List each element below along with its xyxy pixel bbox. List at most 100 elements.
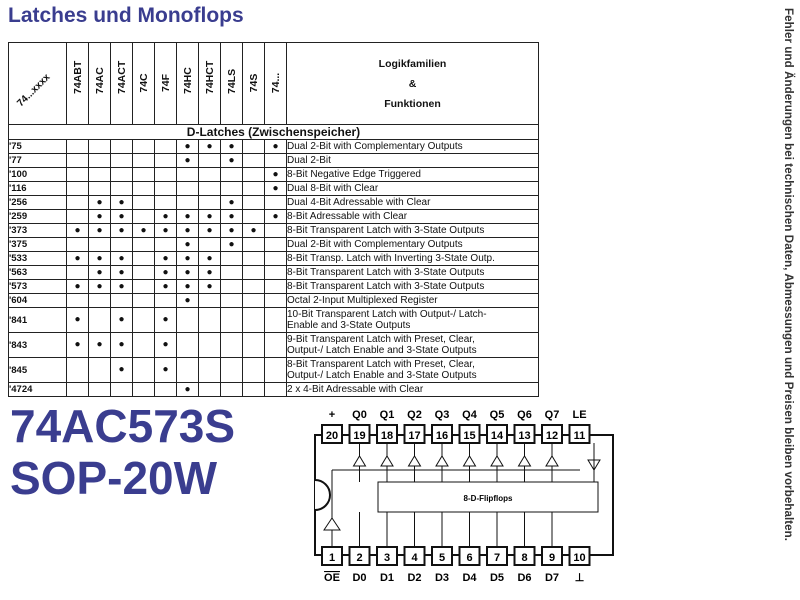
bottom-pin-box xyxy=(568,546,591,566)
empty-cell xyxy=(264,237,287,252)
availability-dot: ● xyxy=(88,209,111,224)
availability-dot: ● xyxy=(66,223,89,238)
function-header: Logikfamilien&Funktionen xyxy=(286,42,539,125)
availability-dot: ● xyxy=(220,223,243,238)
empty-cell xyxy=(198,332,221,358)
empty-cell xyxy=(66,139,89,154)
availability-dot: ● xyxy=(242,223,265,238)
family-header: 74... xyxy=(264,42,287,125)
empty-cell xyxy=(198,167,221,182)
corner-header: 74...xxxx xyxy=(8,42,67,125)
availability-dot: ● xyxy=(154,251,177,266)
empty-cell xyxy=(88,382,111,397)
empty-cell xyxy=(132,251,155,266)
row-description: Dual 8-Bit with Clear xyxy=(286,181,539,196)
table-row: '116●Dual 8-Bit with Clear xyxy=(8,181,539,196)
row-number: '75 xyxy=(8,139,67,154)
availability-dot: ● xyxy=(154,209,177,224)
availability-dot: ● xyxy=(110,357,133,383)
availability-dot: ● xyxy=(176,382,199,397)
family-header: 74ABT xyxy=(66,42,89,125)
empty-cell xyxy=(132,382,155,397)
empty-cell xyxy=(242,209,265,224)
row-description: Dual 2-Bit xyxy=(286,153,539,168)
empty-cell xyxy=(264,307,287,333)
bottom-pin-number: 6 xyxy=(466,552,472,564)
top-pin-number: 12 xyxy=(546,430,558,442)
empty-cell xyxy=(132,279,155,294)
empty-cell xyxy=(176,181,199,196)
availability-dot: ● xyxy=(220,237,243,252)
empty-cell xyxy=(66,237,89,252)
empty-cell xyxy=(220,357,243,383)
empty-cell xyxy=(242,307,265,333)
availability-dot: ● xyxy=(198,251,221,266)
empty-cell xyxy=(242,251,265,266)
row-description: Dual 4-Bit Adressable with Clear xyxy=(286,195,539,210)
top-pin-label: Q3 xyxy=(435,409,450,421)
section-title: D-Latches (Zwischenspeicher) xyxy=(8,124,539,140)
availability-dot: ● xyxy=(110,332,133,358)
availability-dot: ● xyxy=(154,332,177,358)
top-pin-number: 14 xyxy=(491,430,504,442)
table-body: D-Latches (Zwischenspeicher) '75●●●●Dual… xyxy=(8,124,539,397)
availability-dot: ● xyxy=(220,153,243,168)
empty-cell xyxy=(264,195,287,210)
empty-cell xyxy=(110,181,133,196)
package-type: SOP-20W xyxy=(10,452,218,504)
availability-dot: ● xyxy=(176,139,199,154)
empty-cell xyxy=(242,293,265,308)
buffer-triangle xyxy=(407,455,422,467)
row-number: '373 xyxy=(8,223,67,238)
availability-dot: ● xyxy=(88,195,111,210)
empty-cell xyxy=(66,167,89,182)
empty-cell xyxy=(220,307,243,333)
availability-dot: ● xyxy=(176,279,199,294)
bottom-pin-number: 10 xyxy=(573,552,585,564)
empty-cell xyxy=(242,357,265,383)
top-pin-number: 16 xyxy=(436,430,448,442)
availability-dot: ● xyxy=(198,223,221,238)
side-note-text: Fehler und Änderungen bei technischen Da… xyxy=(782,8,794,542)
table-row: '77●●Dual 2-Bit xyxy=(8,153,539,168)
empty-cell xyxy=(88,357,111,383)
empty-cell xyxy=(66,382,89,397)
top-pin-number: 11 xyxy=(574,430,586,442)
row-description: 2 x 4-Bit Adressable with Clear xyxy=(286,382,539,397)
top-pin-label: + xyxy=(329,409,335,421)
availability-dot: ● xyxy=(220,209,243,224)
empty-cell xyxy=(88,139,111,154)
top-pin-number: 13 xyxy=(518,430,530,442)
top-pin-label: Q5 xyxy=(490,409,505,421)
row-number: '843 xyxy=(8,332,67,358)
family-header: 74C xyxy=(132,42,155,125)
top-pin-label: Q2 xyxy=(407,409,422,421)
row-number: '259 xyxy=(8,209,67,224)
availability-dot: ● xyxy=(154,279,177,294)
bottom-pin-number: 4 xyxy=(411,552,418,564)
empty-cell xyxy=(242,382,265,397)
empty-cell xyxy=(154,382,177,397)
bottom-pin-label: D1 xyxy=(380,572,394,584)
top-pin-number: 19 xyxy=(353,430,365,442)
availability-dot: ● xyxy=(176,251,199,266)
empty-cell xyxy=(110,167,133,182)
availability-dot: ● xyxy=(66,279,89,294)
row-description: 8-Bit Transparent Latch with 3-State Out… xyxy=(286,279,539,294)
availability-dot: ● xyxy=(264,181,287,196)
availability-dot: ● xyxy=(66,332,89,358)
family-header: 74HCT xyxy=(198,42,221,125)
empty-cell xyxy=(66,181,89,196)
empty-cell xyxy=(176,357,199,383)
family-header: 74F xyxy=(154,42,177,125)
empty-cell xyxy=(154,195,177,210)
empty-cell xyxy=(154,139,177,154)
empty-cell xyxy=(220,382,243,397)
availability-dot: ● xyxy=(88,265,111,280)
row-description: 10-Bit Transparent Latch with Output-/ L… xyxy=(286,307,539,333)
top-pin-label: Q4 xyxy=(462,409,478,421)
empty-cell xyxy=(220,279,243,294)
availability-dot: ● xyxy=(176,223,199,238)
row-description: Dual 2-Bit with Complementary Outputs xyxy=(286,237,539,252)
